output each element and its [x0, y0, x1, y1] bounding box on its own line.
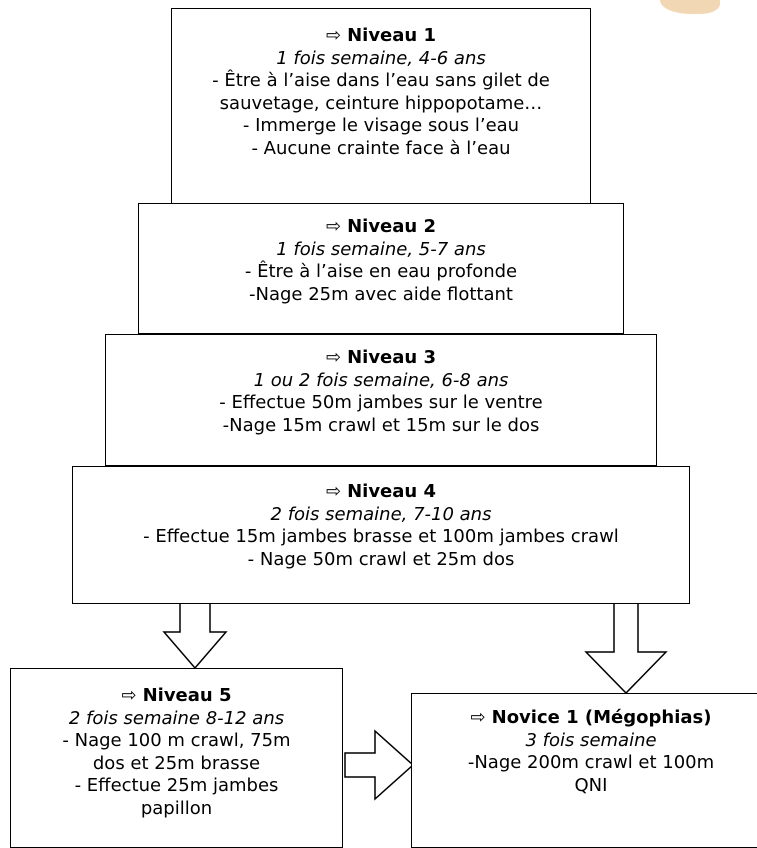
arrow-right-icon: ⇨ — [325, 481, 342, 502]
level-2-title: ⇨Niveau 2 — [325, 216, 437, 237]
level-4-title: ⇨Niveau 4 — [325, 481, 437, 502]
level-3-line: - Effectue 50m jambes sur le ventre — [219, 392, 543, 413]
arrow-right-icon: ⇨ — [325, 347, 342, 368]
novice-line: QNI — [574, 774, 608, 796]
level-4-line: - Nage 50m crawl et 25m dos — [247, 548, 515, 570]
level-box-4: ⇨Niveau 4 2 fois semaine, 7-10 ans - Eff… — [72, 466, 690, 604]
level-5-line: dos et 25m brasse — [92, 752, 261, 774]
arrow-right-icon: ⇨ — [121, 685, 137, 706]
level-3-line: -Nage 15m crawl et 15m sur le dos — [222, 414, 540, 436]
level-box-3: ⇨Niveau 3 1 ou 2 fois semaine, 6-8 ans -… — [105, 334, 657, 466]
arrow-right-icon: ⇨ — [325, 216, 342, 237]
arrow-right-icon: ⇨ — [325, 25, 342, 46]
level-1-title: ⇨Niveau 1 — [325, 25, 437, 46]
level-2-line: - Être à l’aise en eau profonde — [244, 261, 518, 282]
level-1-line: sauvetage, ceinture hippopotame… — [219, 92, 543, 114]
arrow-down-niveau5 — [162, 601, 228, 670]
level-1-subtitle: 1 fois semaine, 4-6 ans — [276, 47, 486, 69]
level-1-line: - Immerge le visage sous l’eau — [242, 115, 520, 136]
level-5-line: papillon — [140, 797, 213, 819]
level-3-subtitle: 1 ou 2 fois semaine, 6-8 ans — [253, 369, 509, 391]
level-2-subtitle: 1 fois semaine, 5-7 ans — [276, 238, 486, 260]
level-5-subtitle: 2 fois semaine 8-12 ans — [68, 707, 285, 729]
novice-title: ⇨Novice 1 (Mégophias) — [470, 707, 712, 728]
arrow-right-novice — [344, 729, 415, 801]
arrow-down-novice — [584, 601, 668, 695]
level-4-line: - Effectue 15m jambes brasse et 100m jam… — [143, 526, 619, 547]
arrow-right-icon: ⇨ — [470, 707, 486, 728]
level-box-1: ⇨Niveau 1 1 fois semaine, 4-6 ans - Être… — [171, 8, 591, 204]
level-1-line: - Aucune crainte face à l’eau — [251, 137, 511, 159]
level-5-line: - Nage 100 m crawl, 75m — [62, 730, 291, 751]
level-box-2: ⇨Niveau 2 1 fois semaine, 5-7 ans - Être… — [138, 203, 624, 334]
level-2-line: -Nage 25m avec aide flottant — [249, 283, 513, 305]
level-1-line: - Être à l’aise dans l’eau sans gilet de — [212, 70, 550, 91]
decorative-image-corner — [660, 0, 720, 14]
level-box-5: ⇨Niveau 5 2 fois semaine 8-12 ans - Nage… — [10, 668, 343, 848]
level-5-line: - Effectue 25m jambes — [74, 775, 279, 796]
novice-line: -Nage 200m crawl et 100m — [467, 752, 715, 773]
novice-box: ⇨Novice 1 (Mégophias) 3 fois semaine -Na… — [411, 693, 757, 848]
level-3-title: ⇨Niveau 3 — [325, 347, 437, 368]
level-5-title: ⇨Niveau 5 — [121, 685, 232, 706]
novice-subtitle: 3 fois semaine — [525, 729, 657, 751]
level-4-subtitle: 2 fois semaine, 7-10 ans — [270, 503, 492, 525]
